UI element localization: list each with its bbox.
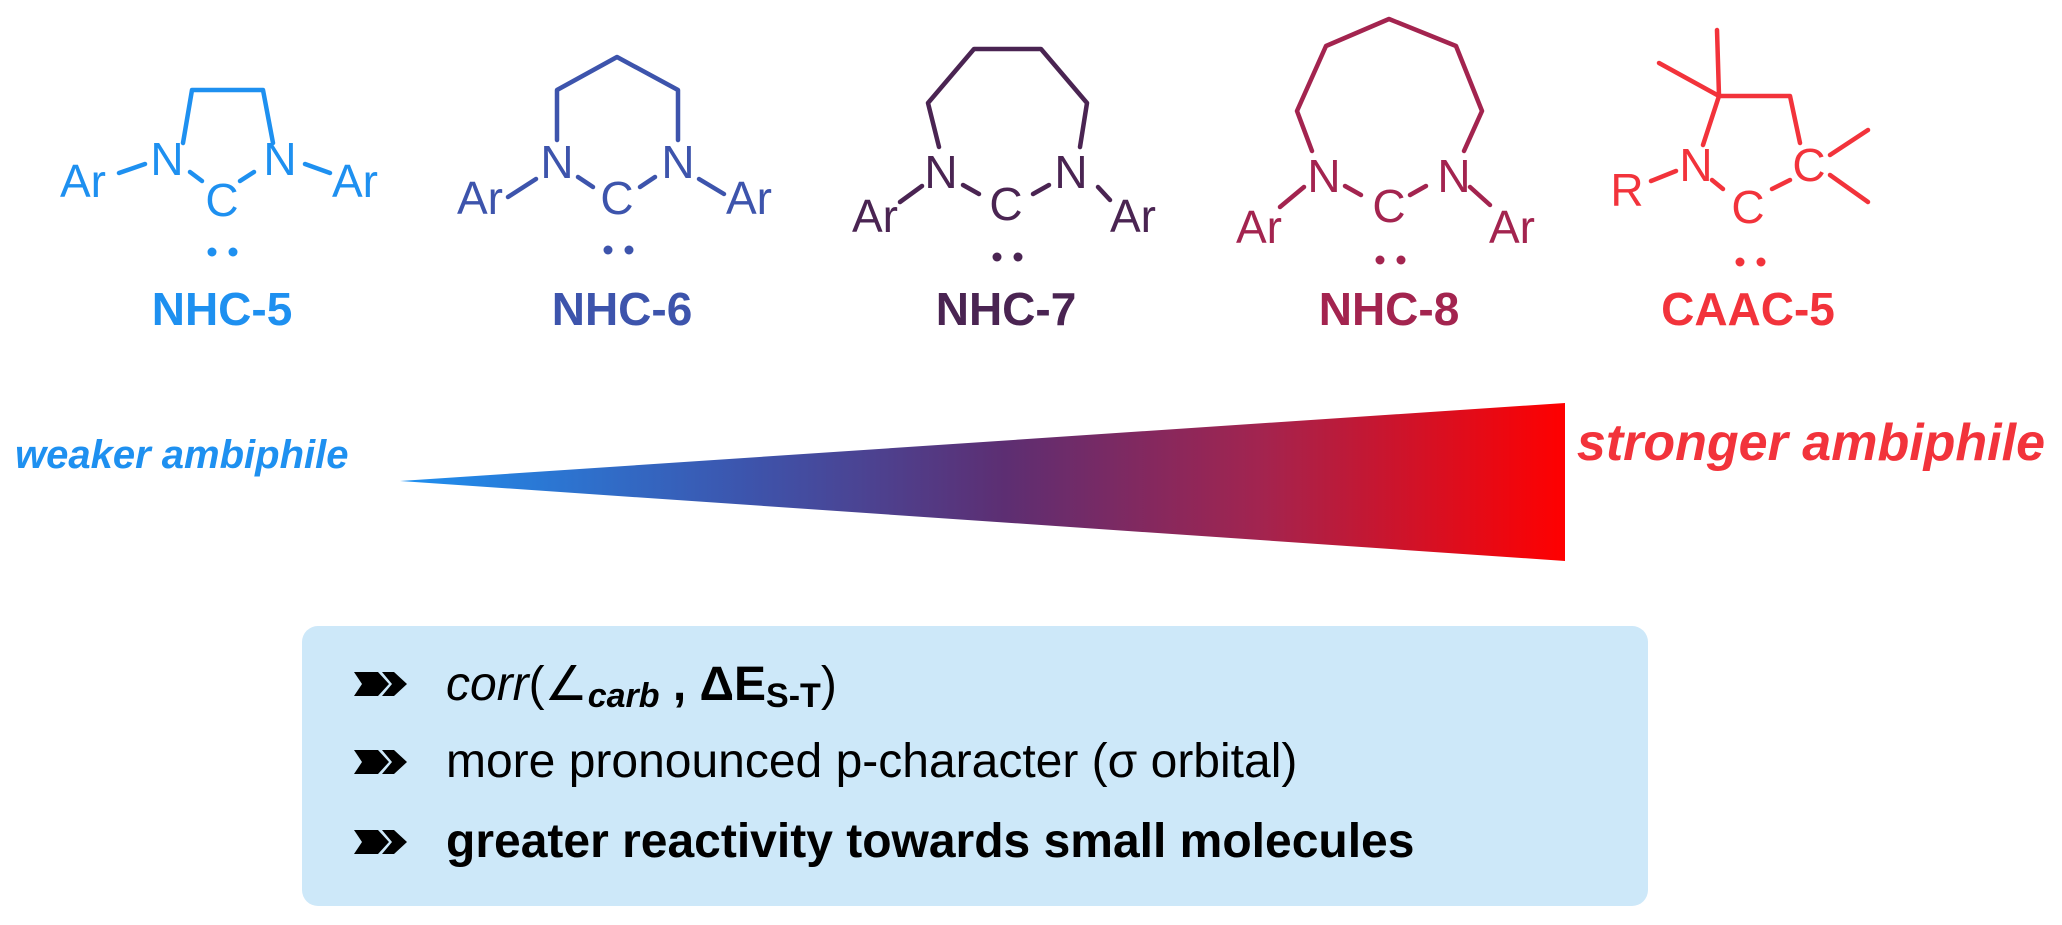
stronger-ambiphile-label: stronger ambiphile bbox=[1577, 414, 2045, 472]
caac5-methyl-bond bbox=[1714, 27, 1722, 99]
nhc6-bond bbox=[637, 174, 658, 190]
nhc6-bond bbox=[696, 176, 727, 197]
nhc5-bond bbox=[116, 161, 148, 176]
nhc7-lone-pair-dot bbox=[1013, 252, 1023, 262]
caac5-bond bbox=[1769, 177, 1793, 192]
weaker-ambiphile-label: weaker ambiphile bbox=[15, 433, 348, 477]
nhc6-structure: Ar N C N Ar NHC-6 bbox=[457, 54, 772, 335]
nhc7-c-carbene: C bbox=[989, 178, 1022, 230]
nhc8-bond bbox=[1342, 183, 1364, 198]
nhc8-bond bbox=[1467, 184, 1493, 208]
nhc7-n-right: N bbox=[1054, 146, 1087, 198]
nhc8-ar-right: Ar bbox=[1489, 201, 1535, 253]
nhc8-lone-pair-dot bbox=[1396, 255, 1406, 265]
corr-function: corr bbox=[446, 657, 529, 711]
nhc5-structure: Ar N C N Ar NHC-5 bbox=[60, 87, 378, 335]
nhc8-c-carbene: C bbox=[1372, 180, 1405, 232]
nhc6-bond bbox=[505, 176, 539, 200]
caac5-lone-pair-dot bbox=[1756, 257, 1766, 267]
nhc5-c-carbene: C bbox=[205, 174, 238, 226]
nhc8-bond bbox=[1407, 183, 1429, 198]
nhc5-label: NHC-5 bbox=[152, 283, 293, 335]
nhc6-lone-pair-dot bbox=[624, 245, 634, 255]
nhc8-ring-bonds bbox=[1294, 16, 1485, 154]
nhc6-n-left: N bbox=[540, 136, 573, 188]
nhc8-n-right: N bbox=[1437, 150, 1470, 202]
close-paren: ) bbox=[820, 657, 837, 711]
nhc6-c-carbene: C bbox=[600, 172, 633, 224]
nhc6-n-right: N bbox=[661, 136, 694, 188]
nhc7-bond bbox=[897, 183, 925, 205]
nhc6-ring-bonds bbox=[554, 54, 681, 143]
nhc5-lone-pair-dot bbox=[228, 247, 238, 257]
nhc8-bond bbox=[1277, 184, 1307, 210]
caac5-ring-bonds bbox=[1700, 93, 1803, 148]
nhc6-bond bbox=[575, 174, 596, 190]
reactivity-text: greater reactivity towards small molecul… bbox=[446, 815, 1415, 868]
nhc5-ar-right: Ar bbox=[332, 155, 378, 207]
comma: , bbox=[659, 657, 700, 711]
nhc6-ar-left: Ar bbox=[457, 172, 503, 224]
summary-line-3: greater reactivity towards small molecul… bbox=[352, 814, 1414, 869]
caac5-bond bbox=[1648, 168, 1679, 184]
double-arrow-bullet-icon bbox=[354, 672, 407, 696]
nhc8-n-left: N bbox=[1307, 150, 1340, 202]
caac5-c-carbene: C bbox=[1731, 181, 1764, 233]
nhc5-n-right: N bbox=[263, 133, 296, 185]
nhc8-lone-pair-dot bbox=[1375, 255, 1385, 265]
nhc5-n-left: N bbox=[150, 133, 183, 185]
angle-symbol: ∠ bbox=[544, 658, 588, 711]
caac5-structure: R N C C CAAC-5 bbox=[1610, 27, 1871, 335]
ambiphile-gradient-wedge bbox=[400, 403, 1565, 561]
nhc8-structure: Ar N C N Ar NHC-8 bbox=[1236, 16, 1535, 335]
nhc7-ring-bonds bbox=[925, 46, 1090, 150]
delta-e: ΔE bbox=[699, 657, 767, 711]
nhc7-ar-right: Ar bbox=[1110, 190, 1156, 242]
carb-subscript: carb bbox=[587, 676, 660, 715]
nhc8-ar-left: Ar bbox=[1236, 201, 1282, 253]
nhc7-label: NHC-7 bbox=[936, 283, 1077, 335]
caac5-methyl-bond bbox=[1827, 127, 1871, 158]
caac5-r-group: R bbox=[1610, 164, 1643, 216]
nhc7-lone-pair-dot bbox=[992, 252, 1002, 262]
caac5-label: CAAC-5 bbox=[1661, 283, 1835, 335]
caac5-bond bbox=[1709, 177, 1726, 192]
nhc7-n-left: N bbox=[924, 146, 957, 198]
caac5-n: N bbox=[1679, 139, 1712, 191]
open-paren: ( bbox=[528, 657, 545, 711]
summary-line-2: more pronounced p-character (σ orbital) bbox=[352, 734, 1297, 789]
nhc5-lone-pair-dot bbox=[207, 247, 217, 257]
st-subscript: S-T bbox=[766, 676, 821, 715]
double-arrow-bullet-icon bbox=[354, 749, 407, 774]
caac5-c-quaternary: C bbox=[1792, 139, 1825, 191]
nhc6-ar-right: Ar bbox=[726, 172, 772, 224]
nhc7-structure: Ar N C N Ar NHC-7 bbox=[852, 46, 1156, 335]
nhc5-bond bbox=[187, 169, 205, 184]
nhc6-label: NHC-6 bbox=[552, 283, 693, 335]
nhc5-ring-bonds bbox=[180, 87, 276, 146]
double-arrow-bullet-icon bbox=[354, 829, 407, 854]
nhc6-lone-pair-dot bbox=[603, 245, 613, 255]
nhc8-label: NHC-8 bbox=[1319, 283, 1460, 335]
caac5-lone-pair-dot bbox=[1735, 257, 1745, 267]
p-character-text: more pronounced p-character (σ orbital) bbox=[446, 735, 1298, 788]
nhc7-bond bbox=[960, 182, 982, 197]
nhc7-bond bbox=[1030, 182, 1052, 197]
nhc7-bond bbox=[1095, 184, 1113, 203]
nhc5-bond bbox=[302, 161, 333, 176]
nhc5-bond bbox=[237, 169, 257, 184]
nhc7-ar-left: Ar bbox=[852, 190, 898, 242]
caac5-methyl-bond bbox=[1827, 172, 1871, 205]
caac5-methyl-bond bbox=[1656, 60, 1722, 99]
nhc5-ar-left: Ar bbox=[60, 155, 106, 207]
